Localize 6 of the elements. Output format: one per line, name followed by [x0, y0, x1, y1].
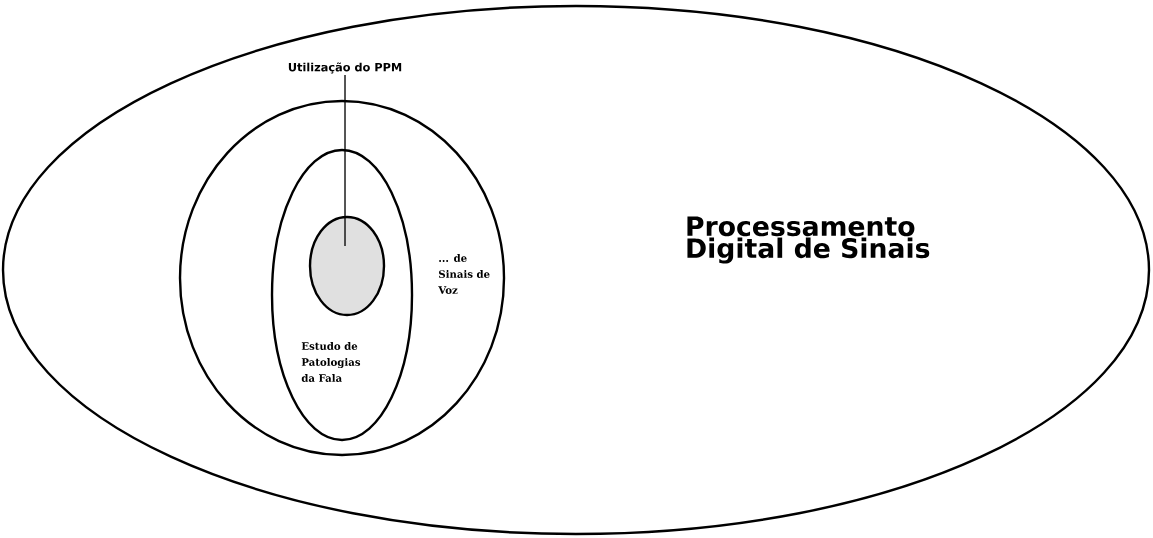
region-label: Processamento Digital de Sinais	[687, 216, 930, 264]
leader-line	[344, 74, 346, 247]
region-label: Estudo de Patologias da Fala	[301, 342, 361, 382]
region-label: Utilização do PPM	[288, 62, 402, 74]
region-label: ... de Sinais de Voz	[438, 254, 490, 294]
circle-shape	[308, 215, 386, 317]
